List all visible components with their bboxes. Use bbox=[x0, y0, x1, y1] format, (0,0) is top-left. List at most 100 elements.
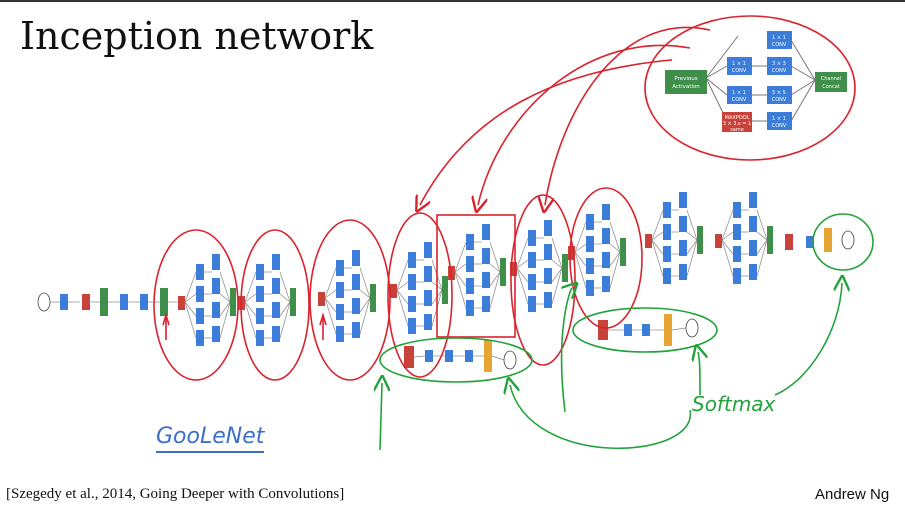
inception-4c-conv bbox=[482, 272, 490, 288]
softmax-output-2 bbox=[685, 318, 699, 338]
network-edge bbox=[454, 271, 467, 287]
inception-3a-conv bbox=[196, 308, 204, 324]
inception-4a-conv bbox=[352, 298, 360, 314]
inception-5b-conv bbox=[733, 246, 741, 262]
network-edge bbox=[359, 267, 371, 299]
inception-5a-conv bbox=[679, 216, 687, 232]
module-circles bbox=[153, 187, 643, 381]
module-conv-1x1-top bbox=[767, 31, 792, 49]
inception-4d-conv bbox=[528, 274, 536, 290]
aux2-fc bbox=[642, 324, 650, 336]
module-connections bbox=[705, 35, 816, 122]
inception-3a-conv bbox=[196, 264, 204, 280]
network-edge bbox=[219, 293, 231, 303]
inception-5a-conv bbox=[663, 224, 671, 240]
network-edge bbox=[396, 259, 409, 291]
network-edge bbox=[516, 259, 529, 269]
inception-4c-conv bbox=[466, 256, 474, 272]
network-edge bbox=[184, 301, 197, 317]
network-edge bbox=[609, 221, 621, 253]
inception-4c-conv bbox=[466, 300, 474, 316]
inception-3b-conv bbox=[256, 308, 264, 324]
svg-text:Concat: Concat bbox=[822, 84, 840, 90]
inception-3b-conv bbox=[272, 326, 280, 342]
final-conv bbox=[806, 236, 814, 248]
network-edge bbox=[489, 241, 501, 273]
inception-4b-conv bbox=[424, 290, 432, 306]
svg-text:same: same bbox=[730, 127, 744, 133]
network-edge bbox=[244, 293, 257, 303]
inception-4d-conv bbox=[544, 268, 552, 284]
network-edge bbox=[359, 297, 371, 335]
inception-4b-conv bbox=[424, 266, 432, 282]
inception-5b-concat bbox=[767, 226, 773, 254]
network-edge bbox=[671, 327, 687, 331]
network-edge bbox=[721, 209, 734, 241]
network-edge bbox=[651, 231, 664, 241]
inception-4a-pool bbox=[318, 292, 325, 306]
svg-text:CONV: CONV bbox=[772, 68, 787, 74]
inception-4a-conv bbox=[336, 304, 344, 320]
inception-4b-conv bbox=[408, 318, 416, 334]
module-conv-3x3 bbox=[767, 57, 792, 75]
network-edge bbox=[184, 293, 197, 303]
inception-4a-conv bbox=[352, 322, 360, 338]
top-border bbox=[0, 0, 905, 2]
inception-4e-concat bbox=[620, 238, 626, 266]
inception-3b-conv bbox=[272, 254, 280, 270]
network-edge bbox=[686, 239, 698, 255]
inception-5b-conv bbox=[733, 224, 741, 240]
network-edge bbox=[396, 289, 409, 305]
network-edge bbox=[279, 301, 291, 317]
inception-3a-conv bbox=[212, 326, 220, 342]
network-edge bbox=[686, 209, 698, 241]
inception-5a-concat bbox=[697, 226, 703, 254]
stem-conv bbox=[140, 294, 148, 310]
network-edge bbox=[721, 231, 734, 241]
network-edge bbox=[551, 259, 563, 269]
svg-text:CONV: CONV bbox=[732, 97, 747, 103]
svg-text:Activation: Activation bbox=[672, 84, 700, 90]
inception-4b-conv bbox=[408, 252, 416, 268]
stem-norm bbox=[100, 288, 108, 316]
aux2-conv bbox=[624, 324, 632, 336]
stem-norm bbox=[160, 288, 168, 316]
network-edge bbox=[551, 237, 563, 269]
inception-3b-conv bbox=[272, 278, 280, 294]
inception-4e-conv bbox=[586, 214, 594, 230]
network-pipeline bbox=[37, 192, 855, 372]
final-fc bbox=[824, 228, 832, 252]
inception-5b-pool bbox=[715, 234, 722, 248]
network-edge bbox=[609, 251, 621, 289]
network-edge bbox=[516, 267, 529, 283]
network-edge bbox=[244, 271, 257, 303]
svg-text:1 × 1: 1 × 1 bbox=[732, 61, 746, 67]
network-edge bbox=[574, 243, 587, 253]
network-edge bbox=[359, 297, 371, 313]
network-edge bbox=[219, 301, 231, 317]
network-edge bbox=[279, 293, 291, 303]
inception-4e-conv bbox=[602, 276, 610, 292]
stem-pool bbox=[82, 294, 90, 310]
network-edge bbox=[244, 301, 257, 339]
softmax-annotations bbox=[380, 213, 874, 451]
network-edge bbox=[551, 267, 563, 305]
aux1-pool bbox=[404, 346, 414, 368]
inception-5b-conv bbox=[749, 264, 757, 280]
inception-5a-conv bbox=[663, 246, 671, 262]
inception-4b-conv bbox=[408, 274, 416, 290]
inception-4a-conv bbox=[352, 274, 360, 290]
inception-4c-conv bbox=[482, 224, 490, 240]
svg-text:Channel: Channel bbox=[821, 76, 842, 82]
aux1-fc bbox=[445, 350, 453, 362]
svg-text:3 × 3: 3 × 3 bbox=[772, 61, 786, 67]
svg-text:1 × 1: 1 × 1 bbox=[732, 90, 746, 96]
aux1-conv bbox=[425, 350, 433, 362]
softmax-output-1 bbox=[503, 350, 517, 370]
inception-5a-conv bbox=[663, 268, 671, 284]
svg-text:MAXPOOL: MAXPOOL bbox=[725, 115, 750, 121]
inception-4a-concat bbox=[370, 284, 376, 312]
network-edge bbox=[609, 251, 621, 267]
inception-4d-conv bbox=[544, 244, 552, 260]
